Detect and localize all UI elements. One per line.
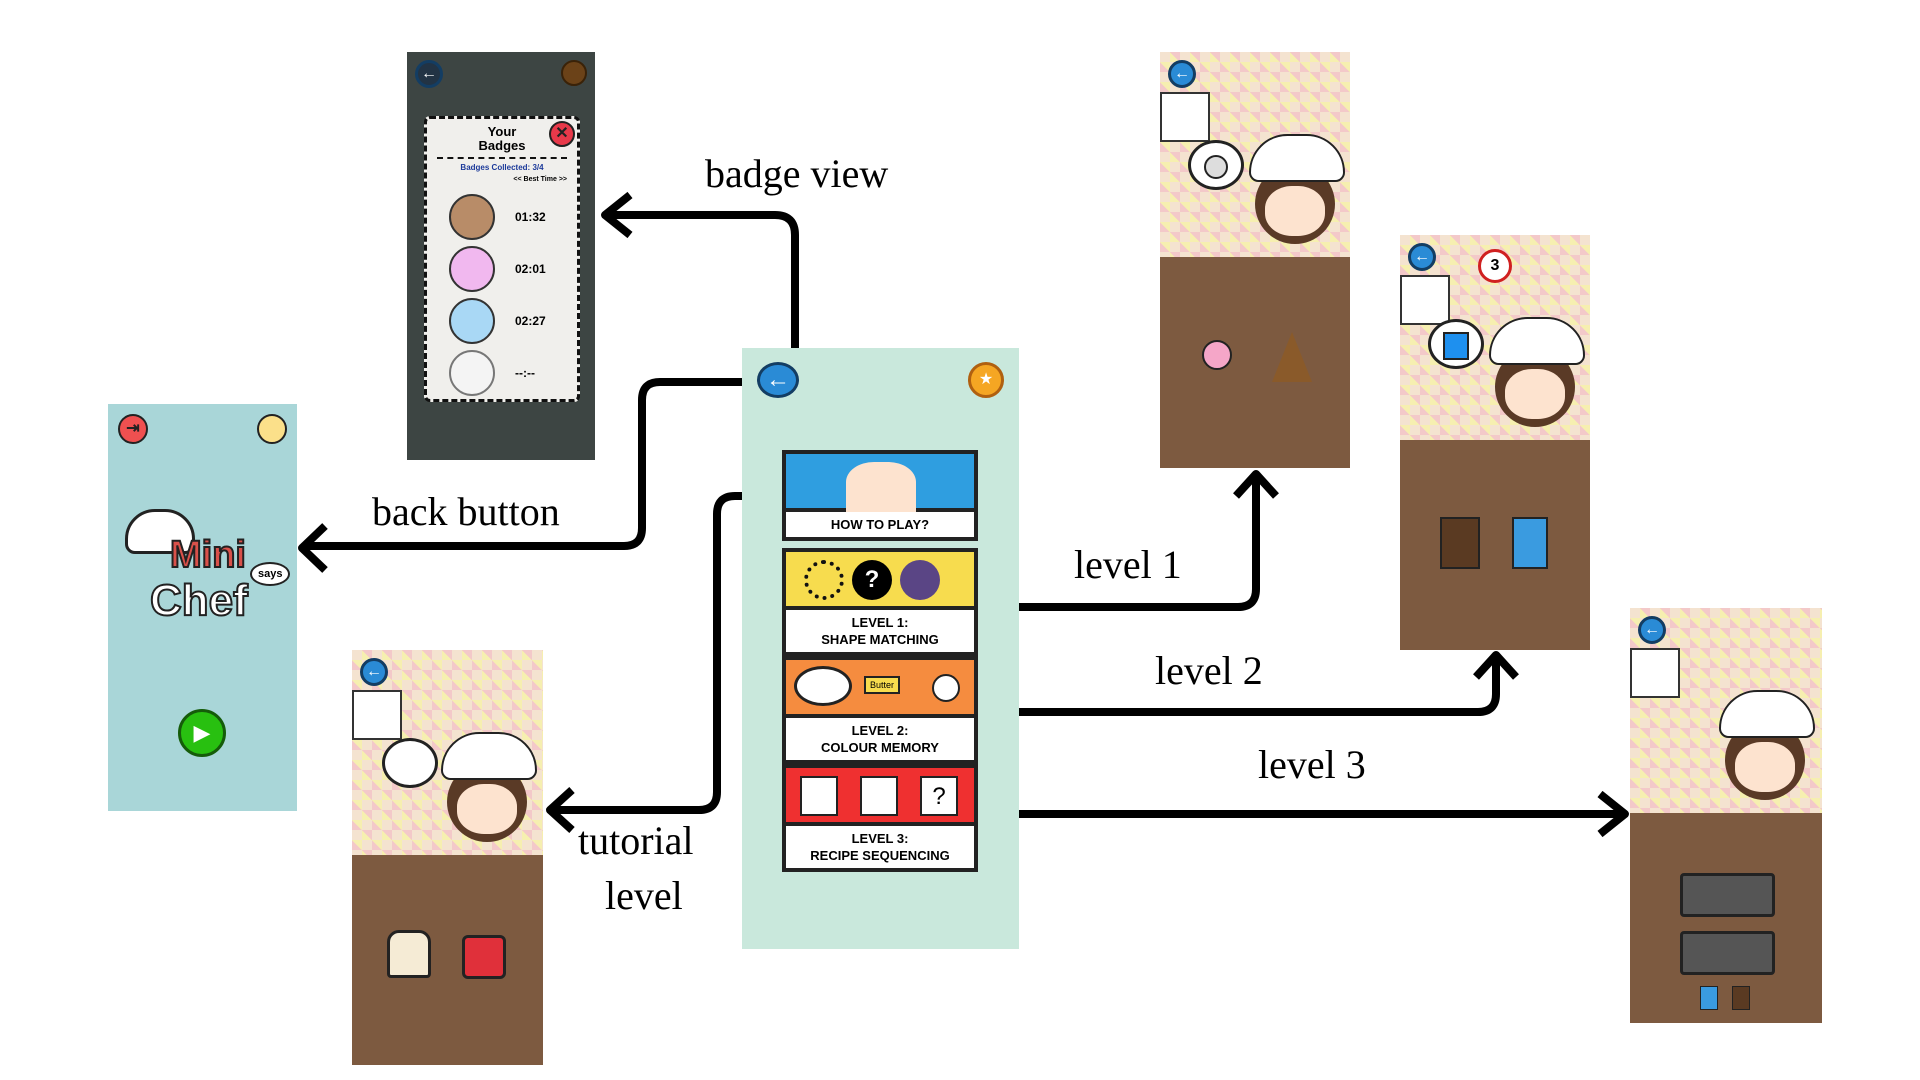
tutorial-screen: ← <box>352 650 543 1065</box>
badge-time: 02:01 <box>515 262 546 276</box>
level-1-screen: ← <box>1160 52 1350 468</box>
cereal-box-icon[interactable] <box>1732 986 1750 1010</box>
badge-avatar-icon <box>449 194 495 240</box>
label-tutorial-level: level <box>605 873 683 918</box>
star-circle-icon <box>900 560 940 600</box>
speech-bubble-icon <box>1188 140 1244 190</box>
egg-icon <box>932 674 960 702</box>
profile-icon[interactable] <box>257 414 287 444</box>
milk-carton-icon[interactable] <box>1700 986 1718 1010</box>
chef-icon <box>441 732 537 842</box>
level-2-screen: ← 3 <box>1400 235 1590 650</box>
dotted-circle-icon <box>804 560 844 600</box>
chef-icon <box>846 462 916 512</box>
start-screen: ⇥ Mini Chef says ▶ <box>108 404 297 811</box>
best-time-header: << Best Time >> <box>513 176 567 183</box>
bread-icon[interactable] <box>387 930 431 978</box>
speech-bubble-icon <box>794 666 852 706</box>
chef-icon <box>1489 317 1585 427</box>
menu-item-sublabel: SHAPE MATCHING <box>821 632 939 647</box>
badge-icon[interactable] <box>561 60 587 86</box>
badge-avatar-icon <box>449 246 495 292</box>
arrow-back-button <box>305 378 757 550</box>
cereal-box-icon[interactable] <box>1440 517 1480 569</box>
milk-carton-icon[interactable] <box>1512 517 1548 569</box>
speech-bubble-icon <box>1428 319 1484 369</box>
menu-item-level-1[interactable]: ? LEVEL 1: SHAPE MATCHING <box>782 548 978 656</box>
sequence-slots-row-2[interactable] <box>1680 931 1775 975</box>
label-level-2: level 2 <box>1155 648 1263 693</box>
badge-row: 01:32 <box>449 191 546 243</box>
chef-icon <box>1719 690 1815 800</box>
badge-row: --:-- <box>449 347 546 399</box>
badge-row: 02:27 <box>449 295 546 347</box>
badges-collected: Badges Collected: 3/4 <box>460 163 544 172</box>
blue-square-icon <box>1443 332 1469 360</box>
play-button[interactable]: ▶ <box>178 709 226 757</box>
badge-row: 02:01 <box>449 243 546 295</box>
menu-item-label: LEVEL 2: <box>851 723 909 738</box>
arrow-level1 <box>969 480 1260 611</box>
badge-avatar-icon <box>449 298 495 344</box>
jar-icon <box>860 776 898 816</box>
circle-shape-icon <box>1204 155 1228 179</box>
badges-title-2: Badges <box>478 138 526 153</box>
arrow-level2 <box>969 660 1500 716</box>
label-back-button: back button <box>372 489 560 534</box>
badge-time: --:-- <box>515 366 535 380</box>
pink-ball-icon[interactable] <box>1202 340 1232 370</box>
badge-avatar-locked-icon <box>449 350 495 396</box>
timer-icon: 3 <box>1478 249 1512 283</box>
butter-icon: Butter <box>864 676 901 694</box>
menu-item-level-2[interactable]: Butter LEVEL 2: COLOUR MEMORY <box>782 656 978 764</box>
arrow-badge-view <box>610 211 985 373</box>
close-icon[interactable]: ✕ <box>549 121 575 147</box>
level-3-screen: ← <box>1630 608 1822 1023</box>
label-tutorial: tutorial <box>578 818 694 863</box>
badges-title: Your <box>487 124 517 139</box>
back-icon[interactable]: ← <box>1408 243 1436 271</box>
menu-item-label: LEVEL 3: <box>851 831 909 846</box>
menu-item-label: HOW TO PLAY? <box>830 517 930 532</box>
pancake-icon <box>800 776 838 816</box>
menu-item-sublabel: COLOUR MEMORY <box>821 740 939 755</box>
back-icon[interactable]: ← <box>415 60 443 88</box>
jam-icon[interactable] <box>462 935 506 979</box>
logo: Mini Chef says <box>120 504 291 634</box>
badge-button[interactable]: ★ <box>968 362 1004 398</box>
logo-mini: Mini <box>169 533 247 577</box>
sequence-slots-row-1[interactable] <box>1680 873 1775 917</box>
logo-chef: Chef <box>149 575 249 626</box>
label-level-3: level 3 <box>1258 742 1366 787</box>
menu-item-label: LEVEL 1: <box>851 615 909 630</box>
question-icon: ? <box>920 776 958 816</box>
badge-time: 01:32 <box>515 210 546 224</box>
back-button[interactable]: ← <box>757 362 799 398</box>
question-icon: ? <box>852 560 892 600</box>
cone-icon[interactable] <box>1272 332 1312 382</box>
badge-time: 02:27 <box>515 314 546 328</box>
menu-item-how-to-play[interactable]: HOW TO PLAY? <box>782 450 978 541</box>
menu-item-level-3[interactable]: ? LEVEL 3: RECIPE SEQUENCING <box>782 764 978 872</box>
speech-bubble-icon <box>382 738 438 788</box>
label-level-1: level 1 <box>1074 542 1182 587</box>
level-menu-screen: ← ★ HOW TO PLAY? ? LEVEL 1: SHAPE MATCHIN… <box>742 348 1019 949</box>
back-icon[interactable]: ← <box>1638 616 1666 644</box>
back-icon[interactable]: ← <box>1168 60 1196 88</box>
logo-says: says <box>250 562 291 586</box>
chef-icon <box>1249 134 1345 244</box>
menu-item-sublabel: RECIPE SEQUENCING <box>810 848 950 863</box>
back-icon[interactable]: ← <box>360 658 388 686</box>
exit-icon[interactable]: ⇥ <box>118 414 148 444</box>
label-badge-view: badge view <box>705 151 889 196</box>
chef-hat-icon <box>125 509 195 554</box>
arrow-tutorial <box>552 492 792 814</box>
timer-value: 3 <box>1490 257 1500 274</box>
